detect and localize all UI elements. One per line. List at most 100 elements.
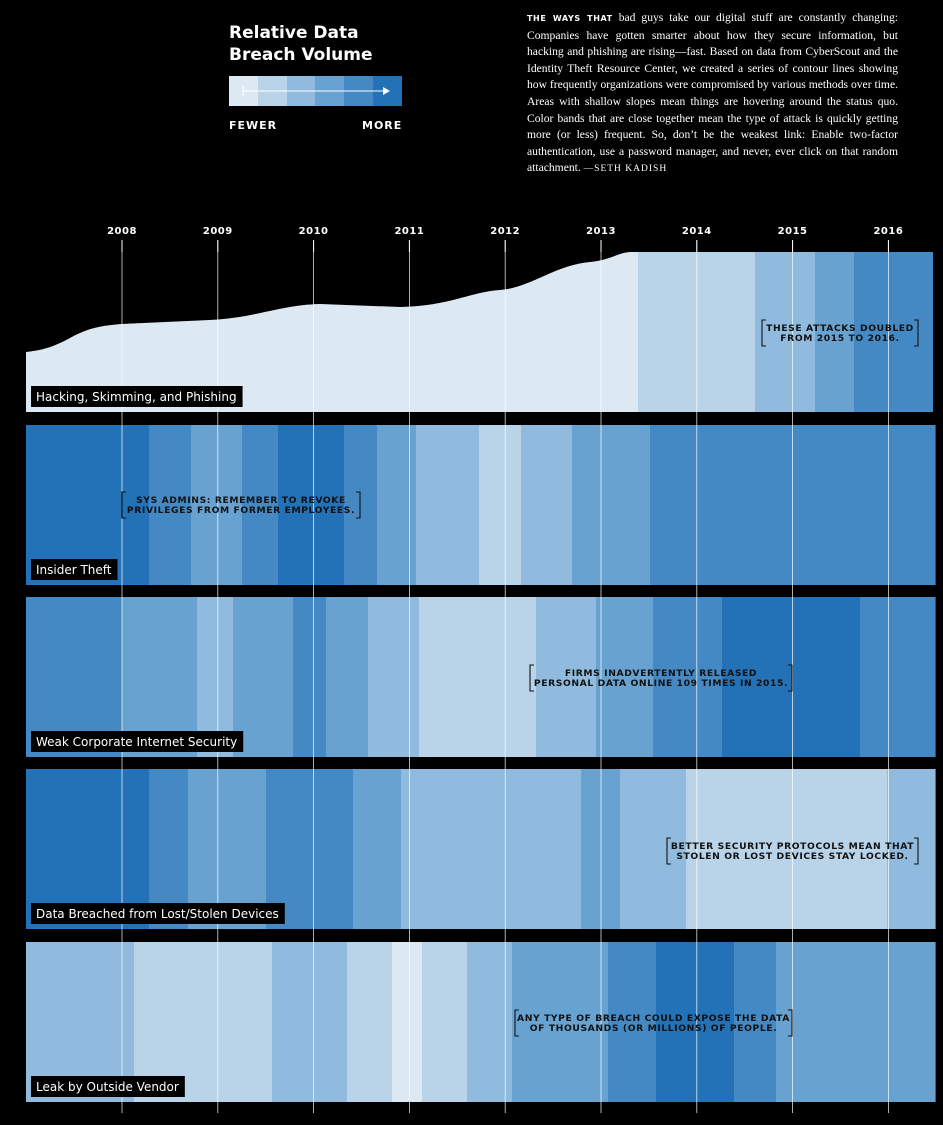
contour-column [665,942,669,1102]
contour-column [350,252,354,412]
contour-column [821,425,825,585]
contour-column [488,425,492,585]
contour-column [269,252,273,412]
contour-column [50,597,54,757]
contour-column [851,769,855,929]
contour-column [902,425,906,585]
contour-column [734,252,738,412]
contour-column [569,769,573,929]
contour-column [98,942,102,1102]
contour-column [107,425,111,585]
contour-column [197,425,201,585]
contour-column [407,597,411,757]
contour-column [902,942,906,1102]
contour-column [689,597,693,757]
contour-column [137,252,141,412]
contour-column [137,769,141,929]
contour-column [569,942,573,1102]
contour-column [596,769,600,929]
contour-column [278,425,282,585]
contour-column [98,769,102,929]
contour-column [116,942,120,1102]
contour-column [560,597,564,757]
contour-column [530,597,534,757]
contour-column [845,597,849,757]
contour-column [509,252,513,412]
contour-column [350,942,354,1102]
contour-column [458,425,462,585]
contour-column [839,597,843,757]
contour-column [914,597,918,757]
contour-column [710,425,714,585]
contour-column [338,425,342,585]
contour-column [143,252,147,412]
contour-column [863,252,867,412]
contour-column [107,252,111,412]
contour-column [692,252,696,412]
contour-column [200,252,204,412]
contour-column [809,252,813,412]
year-label-2016: 2016 [873,226,903,237]
contour-column [146,597,150,757]
contour-column [131,597,135,757]
contour-column [263,942,267,1102]
contour-column [656,425,660,585]
contour-column [68,597,72,757]
contour-column [632,252,636,412]
contour-column [59,425,63,585]
panel-label-5: Leak by Outside Vendor [36,1080,179,1094]
contour-column [770,769,774,929]
contour-column [464,425,468,585]
contour-column [215,942,219,1102]
contour-column [830,425,834,585]
contour-column [236,425,240,585]
contour-column [914,942,918,1102]
contour-column [536,252,540,412]
contour-column [521,252,525,412]
contour-column [656,597,660,757]
contour-column [509,769,513,929]
contour-column [104,425,108,585]
contour-column [926,425,930,585]
contour-column [155,425,159,585]
contour-column [80,942,84,1102]
contour-column [260,252,264,412]
contour-column [236,252,240,412]
contour-column [554,942,558,1102]
contour-column [704,425,708,585]
contour-column [824,942,828,1102]
contour-column [818,252,822,412]
contour-column [815,597,819,757]
contour-column [479,597,483,757]
contour-column [203,597,207,757]
contour-column [713,252,717,412]
contour-column [329,942,333,1102]
contour-column [770,252,774,412]
contour-column [893,769,897,929]
contour-column [245,942,249,1102]
contour-column [722,942,726,1102]
contour-column [908,252,912,412]
contour-column [449,252,453,412]
contour-column [833,425,837,585]
contour-column [41,769,45,929]
contour-column [932,769,936,929]
contour-column [908,942,912,1102]
contour-column [377,597,381,757]
contour-column [668,769,672,929]
contour-column [389,252,393,412]
contour-column [98,425,102,585]
contour-column [677,769,681,929]
contour-column [578,425,582,585]
contour-column [548,597,552,757]
contour-column [701,252,705,412]
contour-column [542,769,546,929]
contour-column [335,425,339,585]
arrow-right-icon [242,86,390,96]
contour-column [128,425,132,585]
contour-column [41,942,45,1102]
contour-column [425,425,429,585]
contour-column [110,942,114,1102]
contour-column [248,597,252,757]
contour-column [653,597,657,757]
